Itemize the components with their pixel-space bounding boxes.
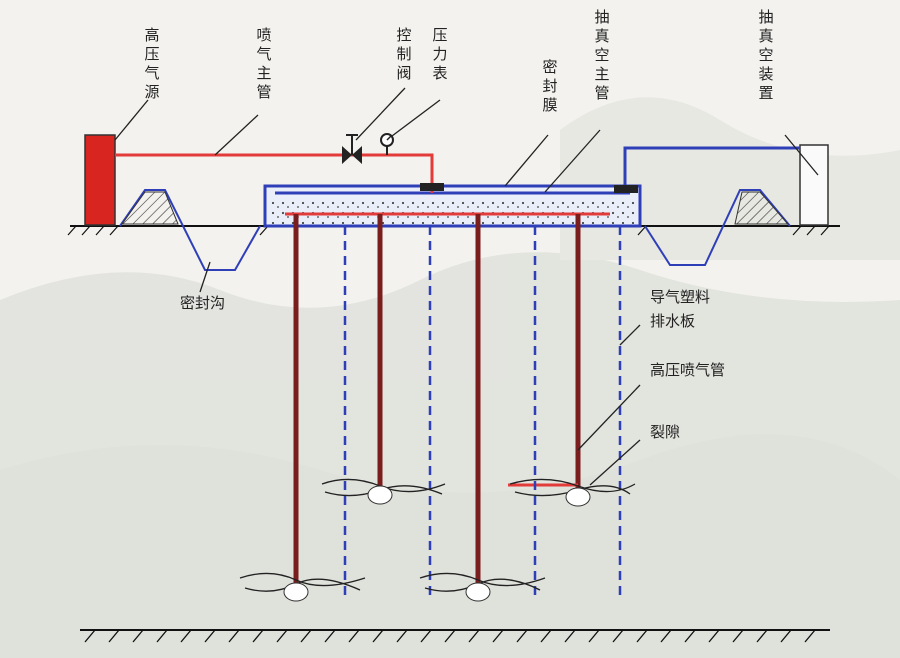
control-valve-icon	[342, 134, 362, 164]
label-seal-trench: 密封沟	[180, 294, 225, 312]
label-gas-source: 高压气源	[144, 26, 159, 101]
leader-lines	[114, 87, 819, 486]
vacuum-device-box	[799, 144, 829, 226]
background-landscape	[0, 97, 900, 658]
fracture-blobs	[283, 485, 591, 602]
gas-connector	[420, 183, 444, 191]
jet-pipes	[293, 214, 581, 585]
gas-source-tank	[84, 134, 116, 226]
vacuum-connector	[614, 185, 638, 193]
drain-boards	[343, 226, 622, 598]
label-drain-board: 导气塑料排水板	[650, 288, 710, 330]
label-gas-main: 喷气主管	[256, 26, 271, 101]
sand-cushion	[270, 200, 635, 224]
seal-trench-right-fill	[734, 191, 790, 225]
gas-main-pipe	[115, 153, 434, 193]
seal-trench-left-fill	[121, 191, 179, 225]
label-crack: 裂隙	[650, 423, 680, 441]
vacuum-main-pipe	[623, 146, 800, 193]
seal-trench-left	[119, 189, 261, 271]
label-vacuum-main: 抽真空主管	[594, 8, 609, 102]
seal-trench-right	[644, 189, 791, 266]
bottom-ground-hatch	[84, 629, 816, 643]
label-pressure-gauge: 压力表	[432, 26, 447, 82]
label-control-valve: 控制阀	[396, 26, 411, 82]
label-seal-membrane: 密封膜	[542, 58, 557, 114]
label-vacuum-device: 抽真空装置	[758, 8, 773, 102]
label-jet-pipe: 高压喷气管	[650, 361, 725, 379]
pressure-gauge-icon	[380, 133, 394, 155]
